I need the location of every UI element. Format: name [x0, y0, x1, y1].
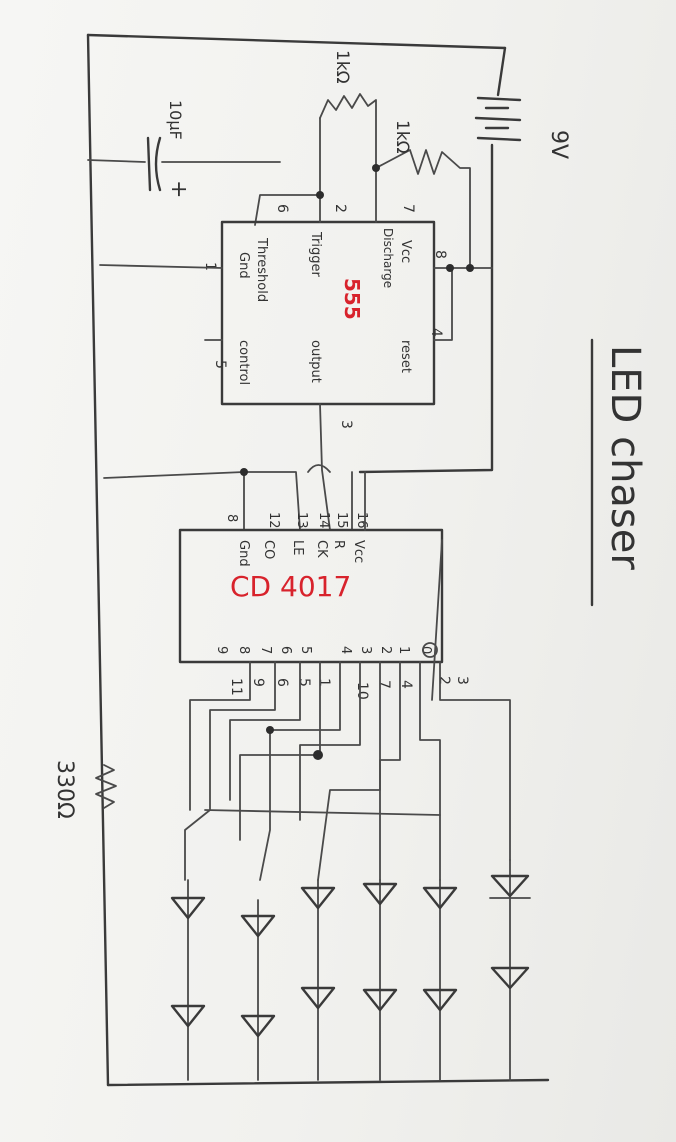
counter-side-rail — [431, 539, 443, 701]
counter-pin-num-8: 8 — [224, 514, 239, 522]
right-vcc-rail — [358, 143, 494, 474]
resistor-1k-upper-label: 1kΩ — [332, 50, 352, 84]
battery-label: 9V — [546, 130, 571, 159]
timer-pin-threshold: Threshold — [254, 237, 269, 302]
led-column-2 — [422, 879, 458, 1081]
counter-output-pin-7: 7 — [376, 680, 392, 689]
ground-to-counter — [103, 471, 245, 531]
timer-reset-wire — [433, 267, 453, 341]
timer-pin-output: output — [308, 340, 323, 383]
counter-pin-num-16: 16 — [354, 512, 369, 529]
junction-dot-2 — [316, 191, 324, 199]
counter-output-pin-9: 9 — [250, 678, 266, 687]
timer-pin-num-8: 8 — [432, 250, 448, 259]
counter-pin1-marker — [422, 642, 438, 658]
junction-dot-5 — [240, 468, 248, 476]
counter-output-pin-numbers: 3 2 4 7 10 1 5 6 9 11 — [228, 676, 470, 700]
counter-pin-num-14: 14 — [316, 512, 331, 529]
counter-pin-ck: CK — [314, 540, 329, 558]
led-column-1 — [489, 859, 531, 1081]
routing-junction-dot-2 — [266, 726, 274, 734]
counter-pin-le: LE — [290, 540, 305, 555]
discharge-wire — [254, 117, 321, 226]
counter-output-pin-5: 5 — [296, 678, 312, 687]
timer-gnd-wire — [99, 264, 223, 269]
battery-symbol — [474, 96, 522, 142]
resistor-330-symbol — [95, 764, 117, 809]
resistor-1k-lower-label: 1kΩ — [392, 120, 412, 154]
timer-555-box — [220, 220, 436, 406]
counter-output-pin-11: 11 — [228, 678, 244, 696]
counter-output-1: 1 — [396, 646, 411, 654]
timer-pin-discharge: Discharge — [381, 228, 395, 288]
timer-pin-reset: reset — [398, 340, 413, 373]
counter-output-pin-3: 3 — [454, 676, 470, 685]
timer-555-name: 555 — [340, 278, 364, 320]
capacitor-label: 10μF — [166, 100, 185, 140]
counter-pin-gnd: Gnd — [236, 540, 251, 567]
timer-pin-num-3: 3 — [338, 420, 354, 429]
counter-output-labels: 0 1 2 3 4 5 6 7 8 9 — [214, 646, 433, 654]
timer-hop — [307, 464, 331, 473]
counter-output-5: 5 — [298, 646, 313, 654]
counter-output-8: 8 — [236, 646, 251, 654]
timer-output-wire — [319, 403, 331, 531]
junction-dot-1 — [372, 164, 380, 172]
counter-output-4: 4 — [338, 646, 353, 654]
capacitor-symbol — [87, 136, 281, 192]
timer-pin-control: control — [236, 340, 251, 385]
timer-pin-num-4: 4 — [428, 328, 444, 337]
left-ground-rail — [86, 33, 110, 1087]
counter-pin-vcc: Vcc — [351, 540, 366, 563]
counter-output-pin-4: 4 — [398, 680, 414, 689]
bottom-wire — [106, 1078, 550, 1087]
timer-pin-num-7: 7 — [400, 204, 416, 213]
counter-output-pin-2: 2 — [436, 676, 452, 685]
counter-output-pin-10: 10 — [354, 682, 370, 700]
counter-output-7: 7 — [258, 646, 273, 654]
counter-output-2: 2 — [378, 646, 393, 654]
counter-output-pin-6: 6 — [274, 678, 290, 687]
counter-pin-co: CO — [261, 540, 276, 559]
counter-4017-box — [178, 528, 444, 664]
led-column-3 — [362, 879, 398, 1081]
resistor-330-label: 330Ω — [52, 760, 77, 819]
timer-pin-num-6: 6 — [274, 204, 290, 213]
counter-pin-num-12: 12 — [266, 512, 281, 529]
junction-dot-4 — [446, 264, 454, 272]
timer-pin-gnd: Gnd — [236, 252, 251, 279]
counter-output-9: 9 — [214, 646, 229, 654]
counter-output-6: 6 — [278, 646, 293, 654]
capacitor-polarity: + — [166, 180, 191, 198]
counter-pin13-wire — [243, 471, 301, 531]
diagram-title: LED chaser — [602, 345, 648, 570]
counter-output-0: 0 — [418, 646, 433, 654]
timer-pin-num-1: 1 — [202, 262, 218, 271]
counter-output-pin-1: 1 — [316, 678, 332, 687]
resistor-1k-upper — [319, 93, 377, 169]
counter-pin-r: R — [331, 540, 346, 549]
output-routing-wires — [184, 661, 511, 881]
counter-4017-name: CD 4017 — [230, 570, 351, 603]
counter-pin-num-15: 15 — [334, 512, 349, 529]
timer-pin-num-5: 5 — [212, 360, 228, 369]
timer-pin-vcc: Vcc — [398, 240, 413, 263]
led-column-4 — [300, 879, 336, 1081]
timer-pin-num-2: 2 — [332, 204, 348, 213]
top-wire — [86, 33, 507, 50]
counter-pin-num-13: 13 — [294, 512, 309, 529]
led-column-6 — [170, 879, 206, 1081]
resistor-1k-lower — [375, 149, 471, 269]
routing-junction-dot-1 — [313, 750, 323, 760]
timer-pin-trigger: Trigger — [308, 231, 323, 277]
led-column-5 — [240, 899, 276, 1081]
right-vcc-rail-upper — [496, 46, 507, 97]
counter-output-3: 3 — [358, 646, 373, 654]
junction-dot-3 — [466, 264, 474, 272]
